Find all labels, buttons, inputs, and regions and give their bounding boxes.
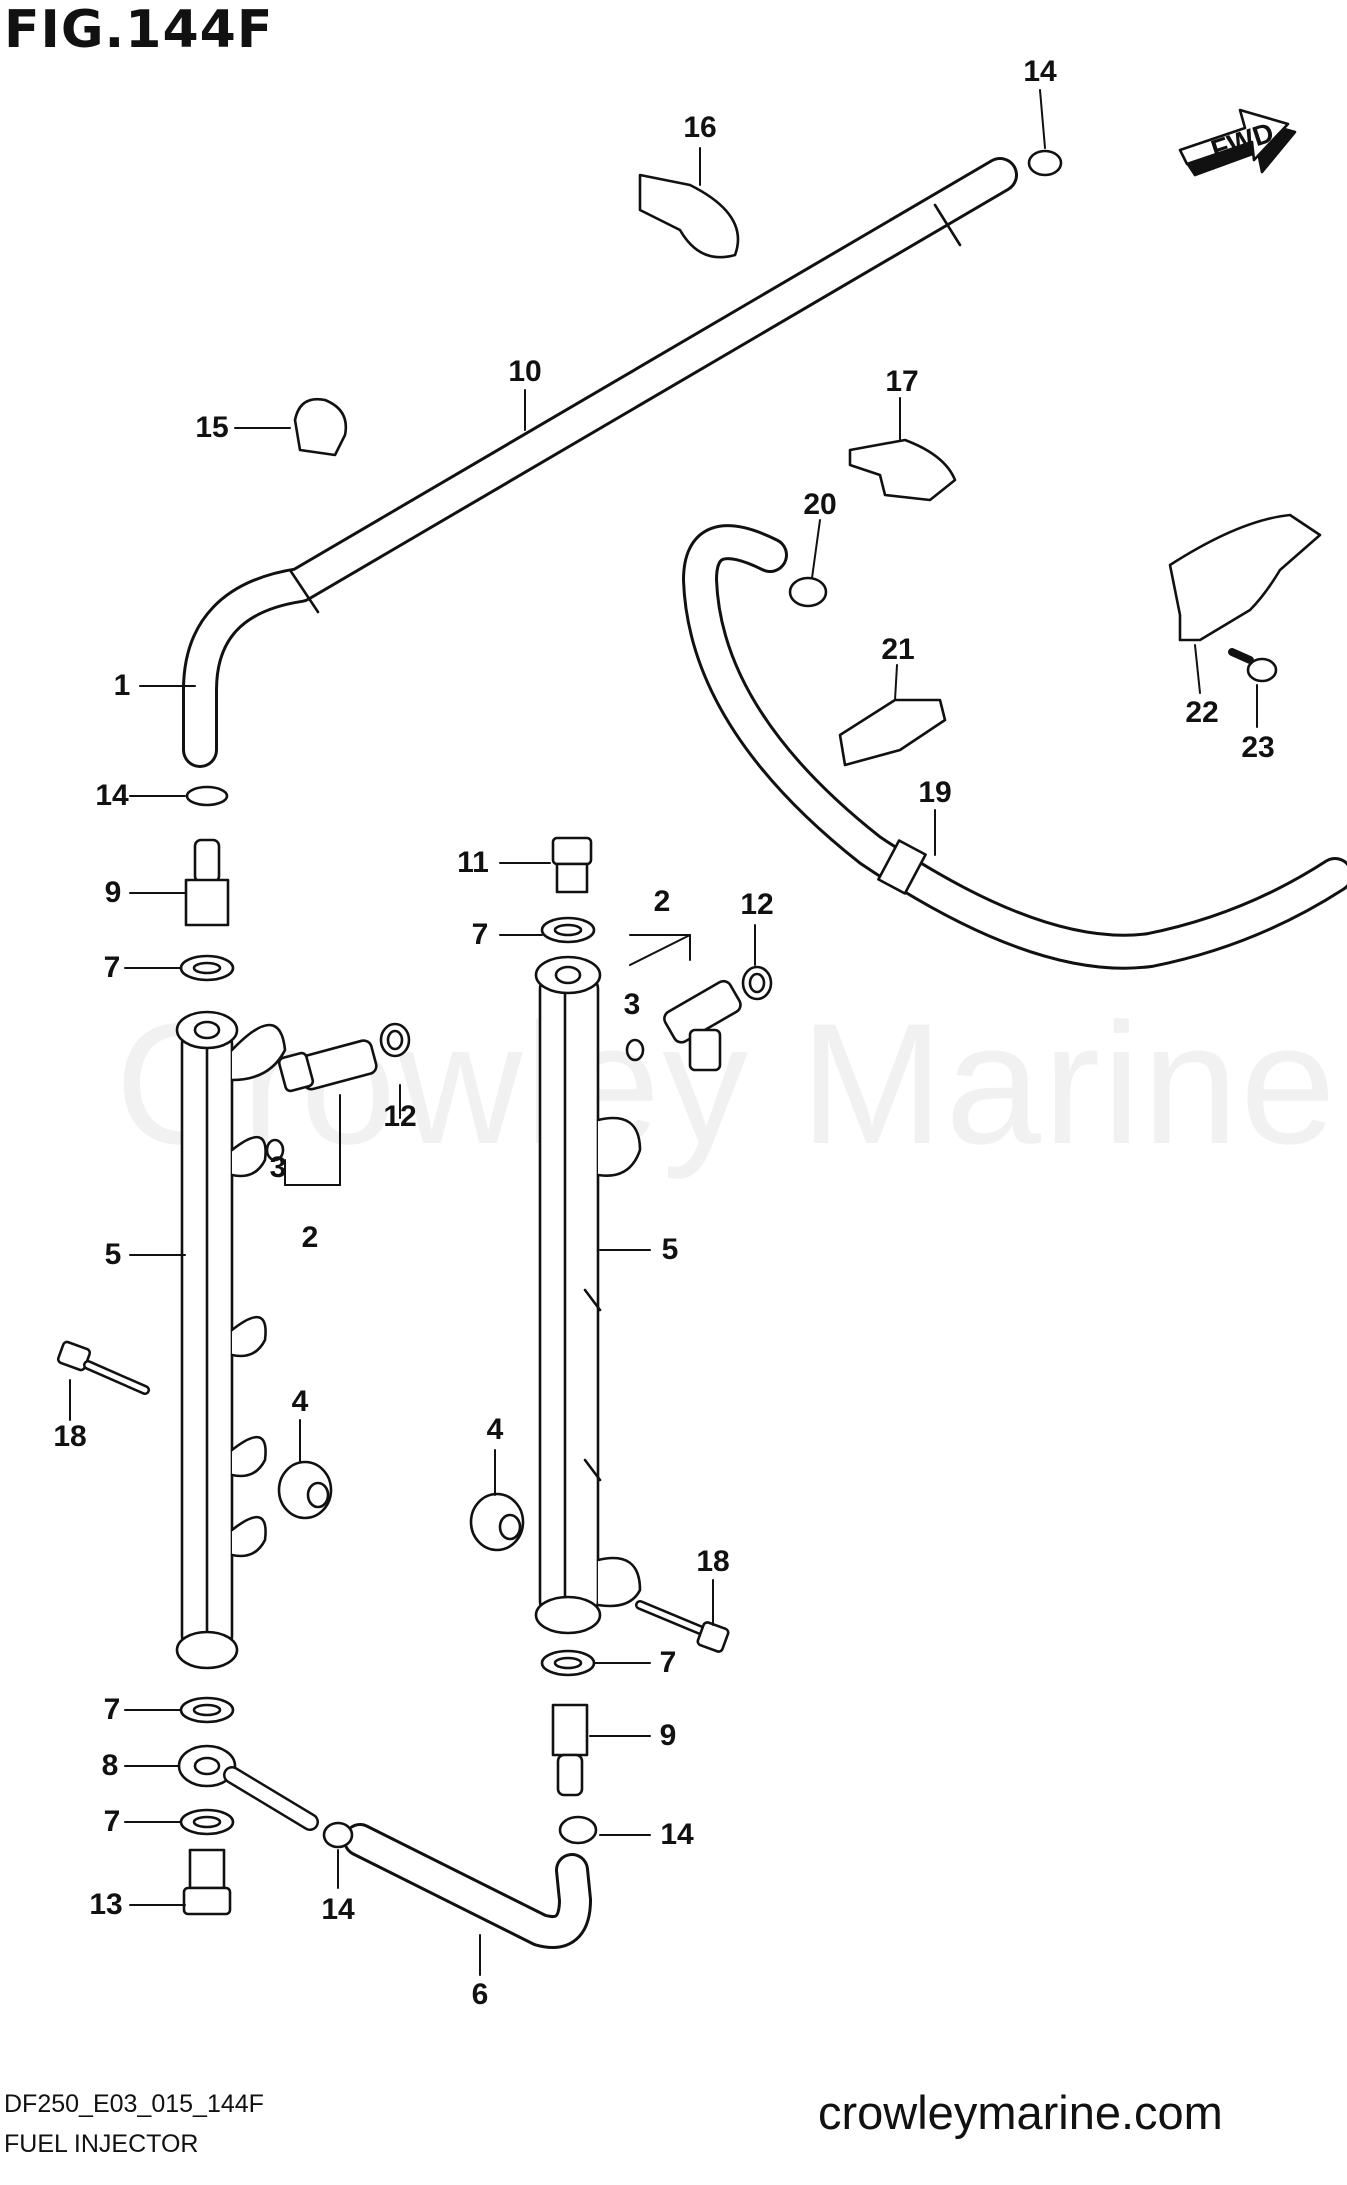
callout-7: 7 — [659, 1646, 677, 1679]
callout-17: 17 — [885, 365, 919, 398]
clip-14-left — [185, 785, 229, 807]
bolt-11 — [551, 836, 593, 894]
callout-7: 7 — [103, 1693, 121, 1726]
callout-9: 9 — [104, 876, 122, 909]
callout-5: 5 — [104, 1238, 122, 1271]
callout-1: 1 — [113, 669, 131, 702]
figure-title: FIG.144F — [4, 0, 274, 60]
callout-13: 13 — [89, 1888, 123, 1921]
cushion-4-right — [469, 1492, 525, 1552]
callout-18: 18 — [696, 1545, 730, 1578]
washer-7-e — [179, 1808, 235, 1836]
clip-14-bottom-right — [558, 1815, 598, 1845]
callout-21: 21 — [881, 633, 915, 666]
callout-7: 7 — [103, 951, 121, 984]
website-url[interactable]: crowleymarine.com — [818, 2086, 1223, 2139]
clamp-17 — [848, 438, 957, 502]
callout-3: 3 — [269, 1151, 287, 1184]
bracket-22 — [1168, 513, 1322, 642]
callout-2: 2 — [301, 1221, 319, 1254]
callout-20: 20 — [803, 488, 837, 521]
fuel-hose-19 — [682, 524, 1347, 970]
callout-8: 8 — [101, 1749, 119, 1782]
callout-3: 3 — [623, 988, 641, 1021]
callout-9: 9 — [659, 1719, 677, 1752]
union-9-top — [184, 838, 230, 927]
fwd-arrow-icon: FWD — [1178, 108, 1297, 177]
bolt-18-right — [635, 1600, 730, 1653]
o-ring-3-right — [625, 1038, 645, 1062]
callout-6: 6 — [471, 1978, 489, 2011]
callout-10: 10 — [508, 355, 542, 388]
fuel-rail-left — [175, 1010, 287, 1670]
callout-14: 14 — [1023, 55, 1057, 88]
callout-15: 15 — [195, 411, 229, 444]
clamp-21 — [838, 698, 947, 767]
callout-4: 4 — [486, 1413, 504, 1446]
callout-22: 22 — [1185, 696, 1219, 729]
injector-right — [663, 979, 742, 1072]
bolt-18-left — [56, 1340, 150, 1395]
leader-lines — [69, 89, 1258, 1976]
callout-4: 4 — [291, 1385, 309, 1418]
injector-left — [277, 1039, 378, 1093]
banjo-8 — [177, 1744, 319, 1831]
callout-5: 5 — [661, 1233, 679, 1266]
o-ring-3-left — [265, 1138, 285, 1162]
union-9-bottom — [551, 1703, 589, 1797]
callout-16: 16 — [683, 111, 717, 144]
diagram-caption: FUEL INJECTOR — [4, 2130, 199, 2158]
callout-11: 11 — [457, 846, 489, 879]
washer-7-a — [179, 954, 235, 982]
callout-23: 23 — [1241, 731, 1275, 764]
model-code: DF250_E03_015_144F — [4, 2090, 264, 2118]
fuel-hose-10 — [182, 157, 1018, 768]
bolt-13 — [182, 1848, 232, 1916]
washer-7-b — [540, 916, 596, 944]
seal-12-left — [379, 1022, 411, 1058]
fuel-hose-6 — [343, 1823, 592, 1949]
callout-2: 2 — [653, 885, 671, 918]
clamp-20 — [788, 576, 828, 608]
callout-7: 7 — [103, 1805, 121, 1838]
bolt-23 — [1228, 648, 1278, 683]
callout-14: 14 — [321, 1893, 355, 1926]
callout-18: 18 — [53, 1420, 87, 1453]
callout-12: 12 — [383, 1100, 417, 1133]
washer-7-d — [179, 1696, 235, 1724]
callout-12: 12 — [740, 888, 774, 921]
seal-12-right — [741, 965, 773, 1001]
callout-14: 14 — [95, 779, 129, 812]
clip-14-top-right — [1027, 149, 1063, 177]
clip-14-bottom-left — [322, 1821, 354, 1849]
washer-7-c — [540, 1649, 596, 1677]
clamp-15 — [293, 397, 348, 457]
callout-14: 14 — [660, 1818, 694, 1851]
clamp-16 — [638, 173, 740, 259]
callout-19: 19 — [918, 776, 952, 809]
cushion-4-left — [277, 1460, 333, 1520]
fuel-rail-right — [534, 955, 642, 1635]
callout-7: 7 — [471, 918, 489, 951]
